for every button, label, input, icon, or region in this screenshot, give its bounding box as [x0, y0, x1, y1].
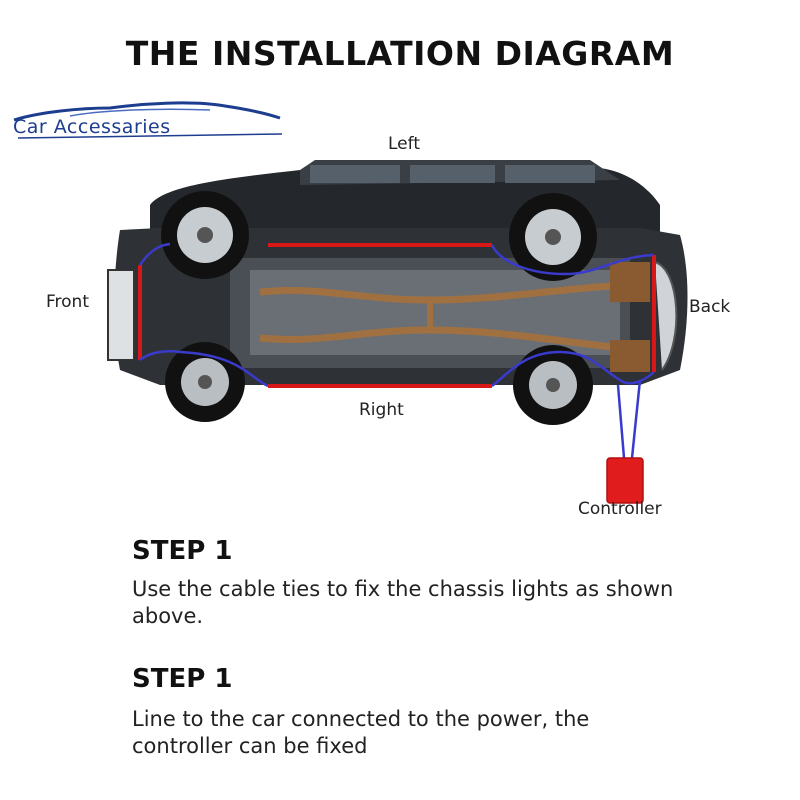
label-left: Left	[388, 134, 420, 154]
wheel-front-right	[165, 342, 245, 422]
wire-to-controller-b	[630, 379, 642, 459]
label-back: Back	[689, 297, 731, 317]
label-controller: Controller	[578, 499, 662, 519]
wheel-back-left	[509, 193, 597, 281]
step-1-text: Use the cable ties to fix the chassis li…	[132, 577, 674, 628]
brand-logo: Car Accessaries	[10, 98, 290, 143]
step-1-title: STEP 1	[132, 536, 233, 566]
wheel-back-right	[513, 345, 593, 425]
step-2-title: STEP 1	[132, 664, 233, 694]
installation-diagram: Left Right Front Back Controller	[46, 134, 731, 519]
light-strips	[138, 243, 656, 388]
car-body	[107, 160, 688, 385]
step-2-text: Line to the car connected to the power, …	[132, 707, 590, 758]
car-silhouette-logo-icon	[13, 101, 283, 139]
wire-to-controller-a	[616, 384, 626, 459]
controller-box-icon	[606, 457, 644, 504]
page-title: THE INSTALLATION DIAGRAM	[125, 34, 675, 73]
wheel-front-left	[161, 191, 249, 279]
wiring	[138, 242, 655, 459]
logo-text: Car Accessaries	[13, 116, 171, 138]
label-right: Right	[359, 400, 404, 420]
label-front: Front	[46, 292, 89, 312]
